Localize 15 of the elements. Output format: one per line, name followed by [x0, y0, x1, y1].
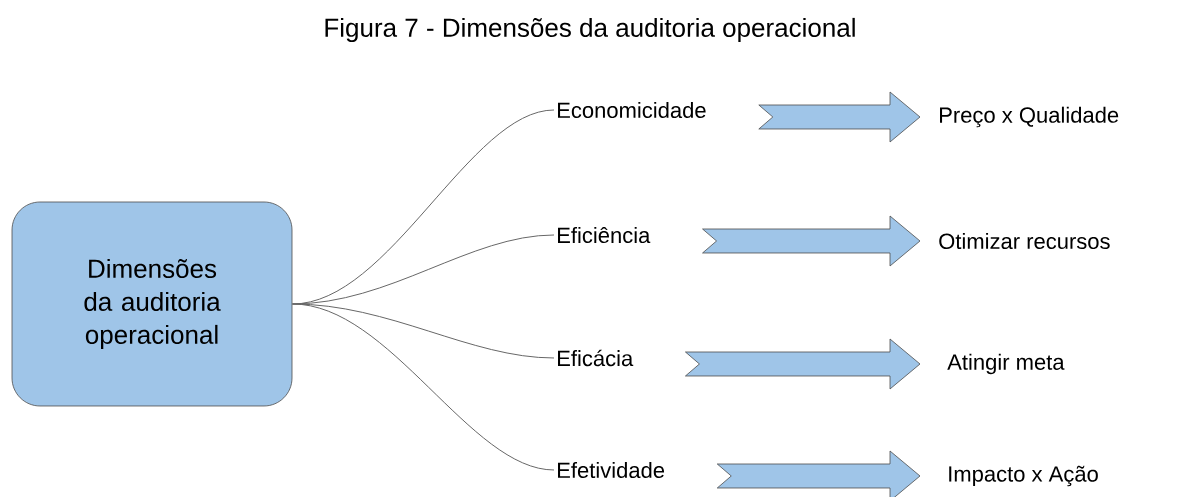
block-arrow: [702, 215, 921, 267]
figure-title: Figura 7 - Dimensões da auditoria operacional: [325, 17, 855, 43]
block-arrow: [758, 91, 921, 143]
block-arrow: [716, 450, 921, 497]
rounded-box: Dimensões da auditoria operacional: [11, 201, 293, 407]
label-text: Otimizar recursos: [939, 232, 1110, 250]
block-arrow: [685, 338, 921, 390]
label-text: Economicidade: [558, 101, 706, 119]
label-text: Atingir meta: [947, 353, 1065, 375]
label-text: Impacto x Ação: [949, 465, 1098, 487]
curved-line: [291, 303, 555, 471]
label-text: Preço x Qualidade: [940, 106, 1119, 128]
label-text: Efetividade: [558, 461, 665, 479]
label-text: Eficácia: [558, 349, 634, 367]
label-text: Eficiência: [558, 226, 651, 244]
